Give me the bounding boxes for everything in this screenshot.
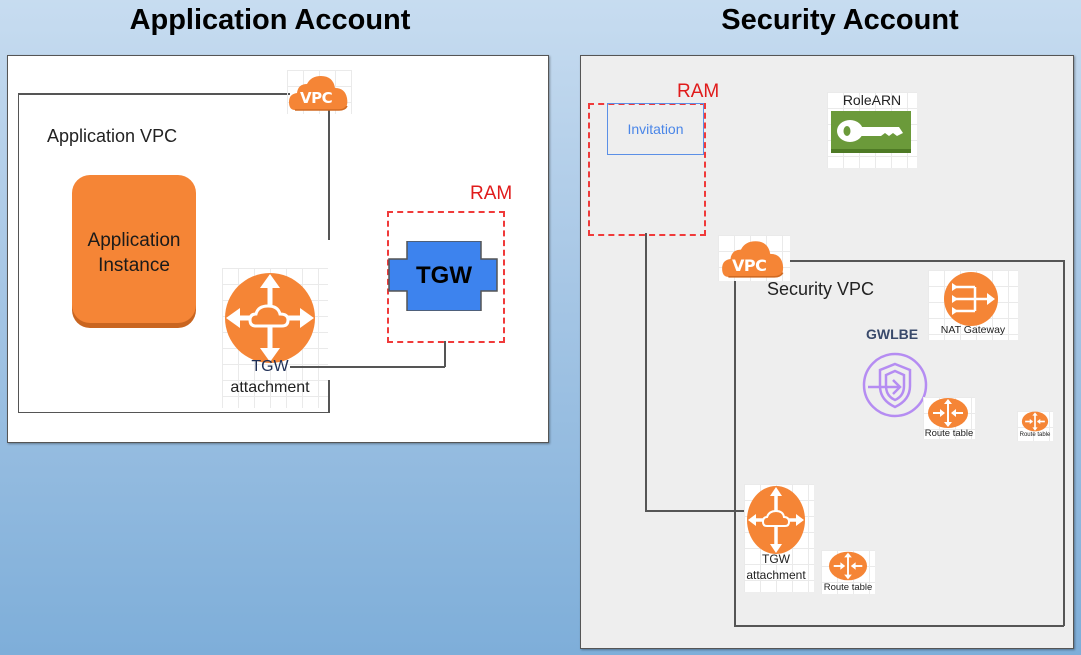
nat-gateway-label: NAT Gateway bbox=[940, 324, 1006, 336]
security-vpc-top-edge bbox=[760, 260, 1064, 262]
tgw-attachment-security-label-line2: attachment bbox=[746, 568, 806, 582]
application-account-title: Application Account bbox=[129, 4, 411, 36]
invitation-label: Invitation bbox=[627, 121, 684, 137]
application-vpc-box bbox=[18, 93, 329, 413]
route-table-icon-2 bbox=[1021, 411, 1049, 432]
security-vpc-cloud-icon bbox=[722, 241, 784, 278]
route-table-2[interactable]: Route table bbox=[1017, 411, 1053, 441]
role-arn[interactable]: RoleARN bbox=[827, 92, 917, 168]
vpc-box-right-edge-lower bbox=[328, 380, 330, 413]
tgw-attachment-security[interactable]: TGW attachment bbox=[744, 484, 814, 592]
security-vpc-name: Security VPC bbox=[767, 279, 875, 299]
security-vpc-icon-label: VPC bbox=[732, 256, 767, 275]
security-connector-vertical bbox=[645, 233, 647, 511]
ram-label-app: RAM bbox=[470, 183, 513, 204]
security-vpc-icon-container: VPC bbox=[718, 235, 790, 281]
instance-label-line1: Application bbox=[87, 230, 181, 251]
role-arn-label: RoleARN bbox=[842, 92, 902, 108]
connector-vertical bbox=[444, 341, 446, 367]
route-table-icon-1 bbox=[928, 398, 968, 428]
nat-gateway-icon bbox=[944, 272, 998, 326]
vpc-icon-container: VPC bbox=[287, 70, 352, 114]
route-table-icon-3 bbox=[828, 551, 868, 581]
route-table-label-3: Route table bbox=[823, 582, 873, 593]
tgw-attachment-security-label-line1: TGW bbox=[762, 552, 790, 566]
transit-gateway[interactable]: TGW bbox=[387, 240, 507, 312]
tgw-attachment-icon bbox=[225, 273, 315, 363]
application-instance[interactable]: Application Instance bbox=[72, 175, 196, 323]
application-vpc-name: Application VPC bbox=[47, 126, 178, 146]
key-icon bbox=[831, 111, 911, 153]
instance-label-line2: Instance bbox=[98, 255, 170, 276]
ram-invitation-box[interactable] bbox=[588, 103, 706, 236]
invitation-box[interactable]: Invitation bbox=[607, 103, 704, 155]
gwlbe-shield-icon bbox=[862, 352, 928, 418]
nat-gateway[interactable]: NAT Gateway bbox=[928, 270, 1018, 340]
route-table-3[interactable]: Route table bbox=[821, 550, 875, 594]
route-table-1[interactable]: Route table bbox=[923, 397, 975, 439]
ram-label-security: RAM bbox=[677, 81, 720, 102]
tgw-attachment-label-line1: TGW bbox=[251, 358, 289, 375]
route-table-label-2: Route table bbox=[1019, 432, 1051, 438]
ram-share-box[interactable] bbox=[387, 211, 505, 343]
tgw-label: TGW bbox=[416, 262, 472, 289]
gwlbe-label: GWLBE bbox=[866, 326, 919, 342]
vpc-icon-label: VPC bbox=[300, 89, 333, 107]
security-vpc-right-edge bbox=[1063, 260, 1065, 626]
security-connector-horizontal bbox=[645, 510, 750, 512]
route-table-label-1: Route table bbox=[924, 428, 974, 439]
connector-horizontal bbox=[290, 366, 445, 368]
vpc-cloud-icon bbox=[289, 76, 348, 111]
vpc-box-top-edge bbox=[18, 93, 290, 95]
tgw-attachment-security-icon bbox=[747, 486, 805, 554]
security-vpc-left-edge bbox=[734, 275, 736, 626]
gwlbe-endpoint[interactable] bbox=[862, 350, 932, 420]
security-vpc-bottom-edge bbox=[734, 625, 1064, 627]
tgw-attachment-app[interactable]: TGW attachment bbox=[222, 268, 328, 408]
tgw-attachment-label-line2: attachment bbox=[230, 379, 310, 396]
vpc-box-right-edge-upper bbox=[328, 108, 330, 240]
security-account-title: Security Account bbox=[721, 4, 959, 36]
